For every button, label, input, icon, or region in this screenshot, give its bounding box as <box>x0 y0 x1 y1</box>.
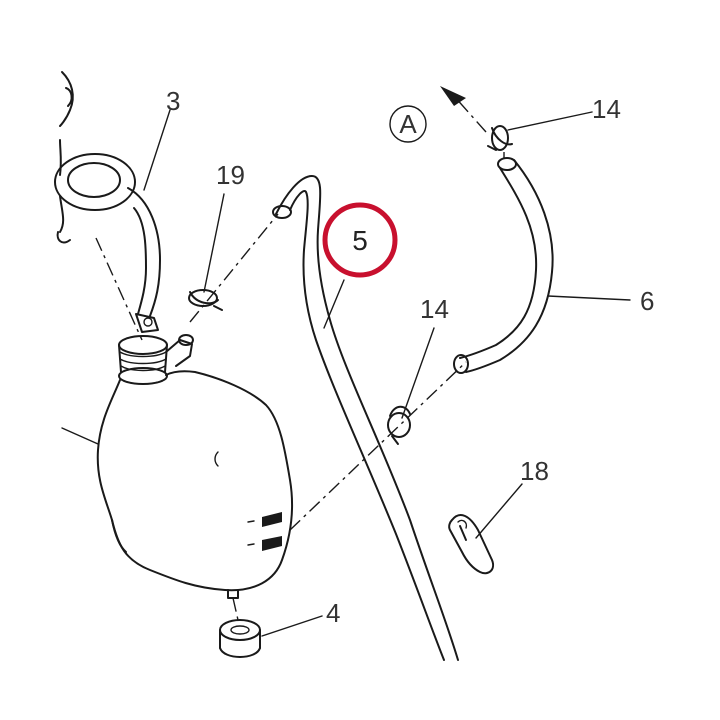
filler-neck-assembly <box>54 71 136 244</box>
clip-part-14-mid <box>387 405 411 445</box>
callout-18: 18 <box>520 456 549 486</box>
reference-circle-A <box>389 105 427 143</box>
level-mark-max <box>262 512 282 527</box>
highlight-ring-part-5 <box>322 202 398 278</box>
clip-part-19 <box>188 289 223 311</box>
callout-4: 4 <box>326 598 340 628</box>
callout-3: 3 <box>166 86 180 116</box>
reservoir-tank <box>61 370 293 599</box>
callout-6: 6 <box>640 286 654 316</box>
callout-5: 5 <box>352 225 368 256</box>
reference-label-A: A <box>399 109 417 139</box>
clip-part-18 <box>448 514 494 575</box>
leader-lines <box>143 109 631 637</box>
clip-part-14-top <box>487 125 513 151</box>
hose-part-5 <box>272 175 459 661</box>
hose-part-6 <box>453 157 554 374</box>
arrow-to-A <box>440 86 466 106</box>
assembly-lines <box>95 95 505 531</box>
callout-14-top: 14 <box>592 94 621 124</box>
callout-19: 19 <box>216 160 245 190</box>
grommet-part-4 <box>219 597 261 658</box>
overflow-tube-part-3 <box>127 187 161 333</box>
callout-14-mid: 14 <box>420 294 449 324</box>
level-mark-min <box>262 536 282 551</box>
tank-neck <box>118 334 194 385</box>
